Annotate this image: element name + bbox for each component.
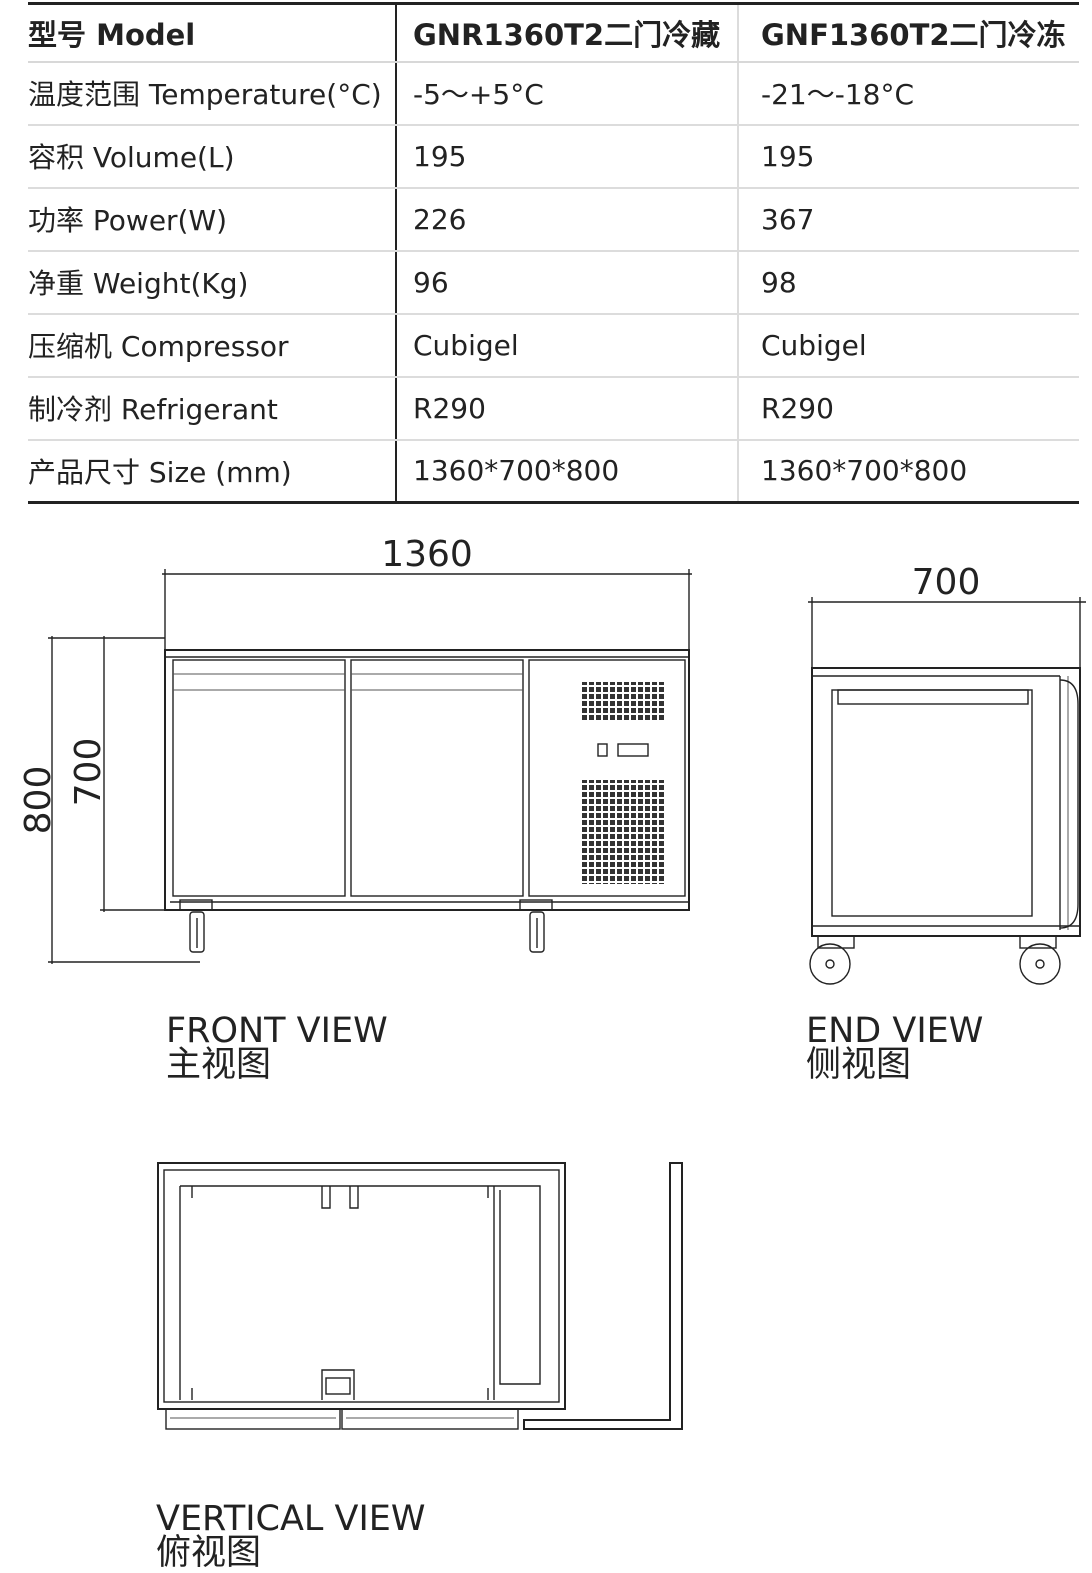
row-value: 1360*700*800 [395, 439, 738, 503]
header-cell-model: 型号 Model [28, 3, 396, 63]
front-view-drawing: 1360 800 700 [18, 534, 692, 964]
row-value: 367 [737, 187, 1079, 252]
end-left-caster-icon [809, 935, 855, 985]
row-value: R290 [395, 376, 738, 441]
lower-vent-grille [581, 780, 664, 884]
front-height-body-dimension: 700 [68, 738, 109, 807]
row-value: 98 [737, 250, 1079, 315]
row-label: 功率 Power(W) [28, 187, 396, 252]
table-row: 净重 Weight(Kg) 96 98 [28, 250, 1079, 315]
front-width-dimension: 1360 [381, 534, 473, 575]
left-caster-icon [179, 899, 213, 953]
front-view-caption-zh: 主视图 [166, 1045, 271, 1085]
table-row: 功率 Power(W) 226 367 [28, 187, 1079, 252]
vertical-view-caption: VERTICAL VIEW [156, 1499, 426, 1539]
table-row: 产品尺寸 Size (mm) 1360*700*800 1360*700*800 [28, 439, 1079, 503]
end-view-drawing: 700 [808, 562, 1086, 985]
row-label: 温度范围 Temperature(°C) [28, 61, 396, 126]
row-value: -21～-18°C [737, 61, 1079, 126]
header-cell-gnr: GNR1360T2二门冷藏 [395, 3, 738, 63]
end-view-caption-zh: 侧视图 [806, 1045, 911, 1085]
row-value: 195 [737, 124, 1079, 189]
row-label: 容积 Volume(L) [28, 124, 396, 189]
end-view-caption: END VIEW [806, 1011, 983, 1051]
row-value: 1360*700*800 [737, 439, 1079, 503]
row-value: 226 [395, 187, 738, 252]
row-value: 96 [395, 250, 738, 315]
spec-header-row: 型号 Model GNR1360T2二门冷藏 GNF1360T2二门冷冻 [28, 3, 1079, 63]
right-caster-icon [519, 899, 553, 953]
vertical-view-drawing [157, 1162, 683, 1430]
table-row: 容积 Volume(L) 195 195 [28, 124, 1079, 189]
table-row: 制冷剂 Refrigerant R290 R290 [28, 376, 1079, 441]
vertical-view-caption-zh: 俯视图 [156, 1533, 261, 1573]
row-value: Cubigel [395, 313, 738, 378]
end-right-caster-icon [1019, 935, 1061, 985]
header-cell-gnf: GNF1360T2二门冷冻 [737, 3, 1079, 63]
upper-vent-grille [581, 682, 664, 722]
row-value: 195 [395, 124, 738, 189]
end-depth-dimension: 700 [912, 562, 981, 603]
front-view-caption: FRONT VIEW [166, 1011, 388, 1051]
row-label: 产品尺寸 Size (mm) [28, 455, 292, 489]
row-value: -5～+5°C [395, 61, 738, 126]
spec-table: 型号 Model GNR1360T2二门冷藏 GNF1360T2二门冷冻 温度范… [28, 2, 1079, 504]
row-label: 制冷剂 Refrigerant [28, 376, 396, 441]
front-height-total-dimension: 800 [18, 766, 59, 835]
row-label: 压缩机 Compressor [28, 313, 396, 378]
row-value: Cubigel [737, 313, 1079, 378]
table-row: 压缩机 Compressor Cubigel Cubigel [28, 313, 1079, 378]
row-label: 净重 Weight(Kg) [28, 250, 396, 315]
row-value: R290 [737, 376, 1079, 441]
table-row: 温度范围 Temperature(°C) -5～+5°C -21～-18°C [28, 61, 1079, 126]
